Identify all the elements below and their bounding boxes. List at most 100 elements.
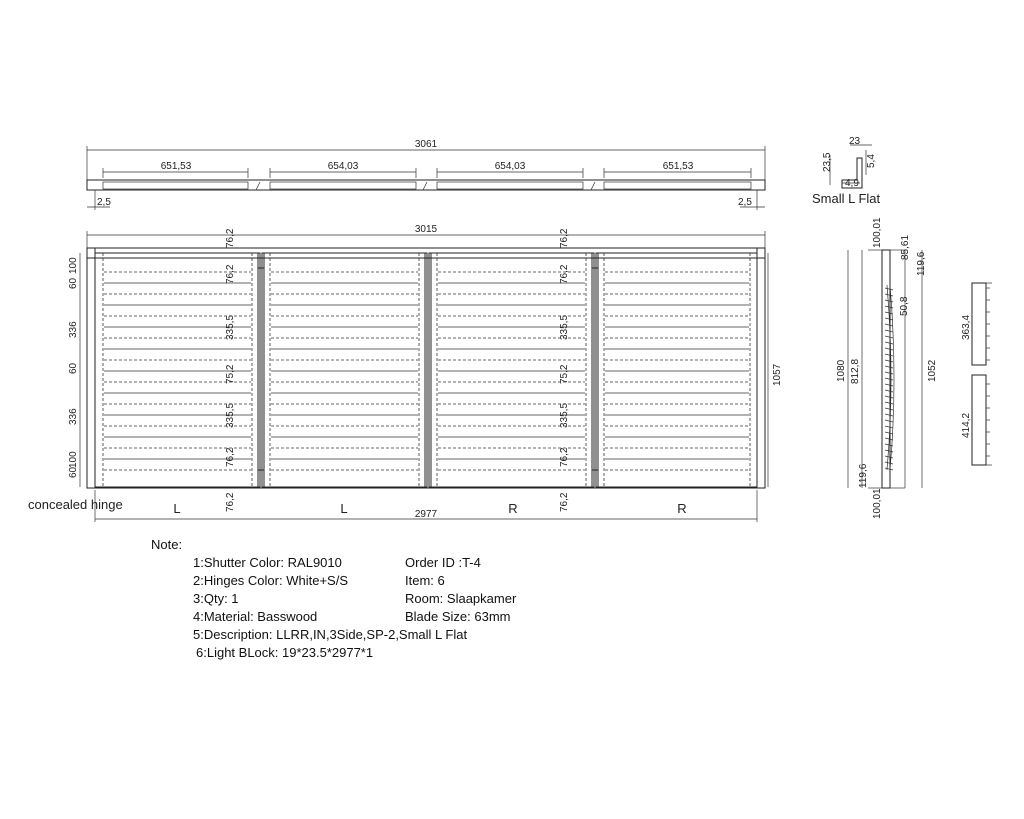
note-line: 6:Light BLock: 19*23.5*2977*1 <box>196 645 374 660</box>
blade-tick <box>884 359 894 363</box>
side-top-rail-label: 119,6 <box>916 251 927 276</box>
upper-section <box>971 282 987 366</box>
blade-tick <box>884 419 894 423</box>
side-top-label: 100,01 <box>872 217 883 248</box>
profile-title: Small L Flat <box>812 191 881 206</box>
panel-top-section <box>603 181 752 190</box>
shutter-panels <box>94 252 758 488</box>
side-overall-label: 1080 <box>836 359 847 382</box>
profile-dim-label: 5,4 <box>866 154 877 168</box>
panel-top-section <box>102 181 249 190</box>
panel-top-section <box>436 181 584 190</box>
side-frame <box>881 249 891 489</box>
note-line: 3:Qty: 1 <box>193 591 239 606</box>
panel-dim-label: 335,5 <box>559 403 570 428</box>
order-info-line: Room: Slaapkamer <box>405 591 517 606</box>
lower-section <box>971 374 987 466</box>
blade-tick <box>884 449 894 453</box>
blade-tick <box>884 353 894 357</box>
top-view: 3061 651,53 654,03 654,03 651,53 2,5 2,5 <box>86 139 766 210</box>
shutter-panel <box>595 252 758 488</box>
blade-tick <box>884 413 894 417</box>
blade-tick <box>884 461 894 465</box>
left-gap-label: 2,5 <box>97 197 111 208</box>
panel-dim-label: 76,2 <box>559 447 570 467</box>
blade-tick <box>884 323 894 327</box>
panel-width-label: 651,53 <box>161 161 192 172</box>
blade-tick <box>884 347 894 351</box>
left-dim-label: 100 <box>68 257 79 274</box>
blade-tick <box>884 389 894 393</box>
blade-tick <box>884 407 894 411</box>
side-view: 1080 812,8 100,01 100,01 119,6 85,61 119… <box>836 217 992 519</box>
stile-top-label: 76,2 <box>559 228 570 248</box>
stile-bottom-label: 76,2 <box>225 492 236 512</box>
frame-right <box>756 247 766 489</box>
side-right-height-label: 1052 <box>927 359 938 382</box>
note-line: 1:Shutter Color: RAL9010 <box>193 555 342 570</box>
blade-tick <box>884 287 894 291</box>
blade-tick <box>884 329 894 333</box>
blade-tick <box>884 311 894 315</box>
lower-section-label: 414,2 <box>961 413 972 438</box>
notes-heading: Note: <box>151 537 183 552</box>
front-overall-width-label: 3015 <box>415 224 438 235</box>
panel-label: R <box>677 501 686 516</box>
panel-width-label: 654,03 <box>495 161 526 172</box>
panel-dim-label: 335,5 <box>225 315 236 340</box>
panel-width-label: 651,53 <box>663 161 694 172</box>
blade-tick <box>884 299 894 303</box>
note-line: 4:Material: Basswood <box>193 609 318 624</box>
l-profile-shape <box>841 157 863 189</box>
overall-width-label: 3061 <box>415 139 438 150</box>
blade-tick <box>884 365 894 369</box>
blade-tick <box>884 455 894 459</box>
blade-tick <box>884 443 894 447</box>
panel-width-label: 654,03 <box>328 161 359 172</box>
panel-dim-label: 76,2 <box>225 447 236 467</box>
side-blade-gap-label: 50,8 <box>899 296 910 316</box>
frame-top-strip <box>86 179 766 191</box>
blade-tick <box>884 377 894 381</box>
panel-dim-label: 75,2 <box>225 364 236 384</box>
left-dim-label: 60 <box>68 362 79 374</box>
blade-tick <box>884 425 894 429</box>
blade-stack <box>886 284 892 471</box>
blade-tick <box>884 371 894 375</box>
blade-tick <box>884 467 894 471</box>
frame-left <box>86 247 96 489</box>
blade-tick <box>884 401 894 405</box>
side-inner-label: 812,8 <box>850 359 861 384</box>
order-info-line: Item: 6 <box>405 573 445 588</box>
side-bottom-rail-label: 119,6 <box>858 463 869 488</box>
order-info-line: Order ID :T-4 <box>405 555 481 570</box>
side-top-offset-label: 85,61 <box>900 235 911 260</box>
panel-dim-label: 76,2 <box>559 264 570 284</box>
panel-dim-label: 75,2 <box>559 364 570 384</box>
blade-tick <box>884 335 894 339</box>
blade-tick <box>884 293 894 297</box>
profile-dim-label: 4,9 <box>845 178 859 189</box>
left-dim-label: 60 <box>68 277 79 289</box>
left-dim-label: 60 <box>68 466 79 478</box>
panel-dim-label: 76,2 <box>225 264 236 284</box>
left-dim-label: 100 <box>68 451 79 468</box>
blade-tick <box>884 317 894 321</box>
blade-tick <box>884 383 894 387</box>
panel-label: R <box>508 501 517 516</box>
side-bottom-label: 100,01 <box>872 488 883 519</box>
order-info-line: Blade Size: 63mm <box>405 609 511 624</box>
right-height-label: 1057 <box>772 363 783 386</box>
shutter-panel <box>428 252 595 488</box>
note-line: 2:Hinges Color: White+S/S <box>193 573 348 588</box>
left-dim-label: 336 <box>68 321 79 338</box>
stile-top-label: 76,2 <box>225 228 236 248</box>
concealed-hinge-label: concealed hinge <box>28 497 123 512</box>
stile-bottom-label: 76,2 <box>559 492 570 512</box>
front-view: 3015 <box>28 224 783 522</box>
panel-label: L <box>173 501 180 516</box>
blade-tick <box>884 437 894 441</box>
blade-tick <box>884 305 894 309</box>
bottom-width-label: 2977 <box>415 509 438 520</box>
left-dim-label: 336 <box>68 408 79 425</box>
